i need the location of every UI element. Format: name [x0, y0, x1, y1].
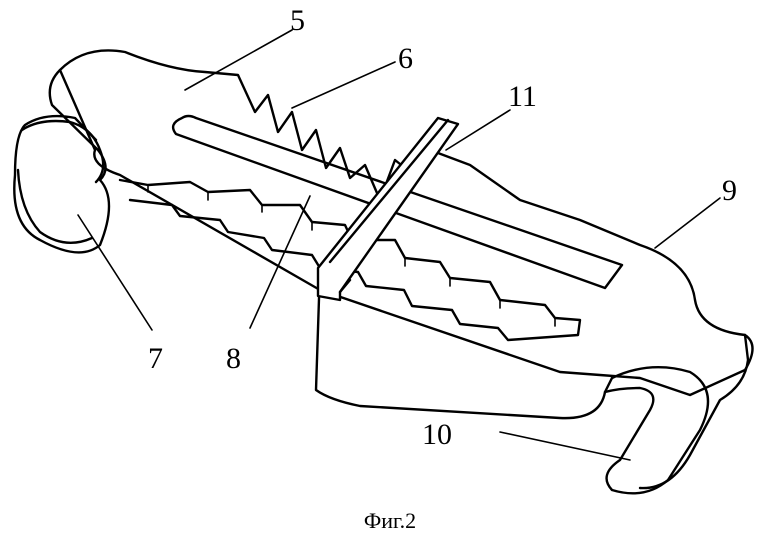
label-10: 10 [422, 418, 452, 451]
leader-10 [500, 432, 630, 460]
leader-9 [655, 198, 720, 248]
leader-11 [446, 110, 510, 150]
leader-7 [78, 215, 152, 330]
figure-caption: Фиг.2 [364, 508, 416, 533]
label-9: 9 [722, 174, 737, 207]
label-8: 8 [226, 342, 241, 375]
upper-plate [60, 50, 753, 395]
label-11: 11 [508, 80, 537, 113]
leader-6 [292, 62, 395, 108]
label-5: 5 [290, 4, 305, 37]
label-6: 6 [398, 42, 413, 75]
label-7: 7 [148, 342, 163, 375]
